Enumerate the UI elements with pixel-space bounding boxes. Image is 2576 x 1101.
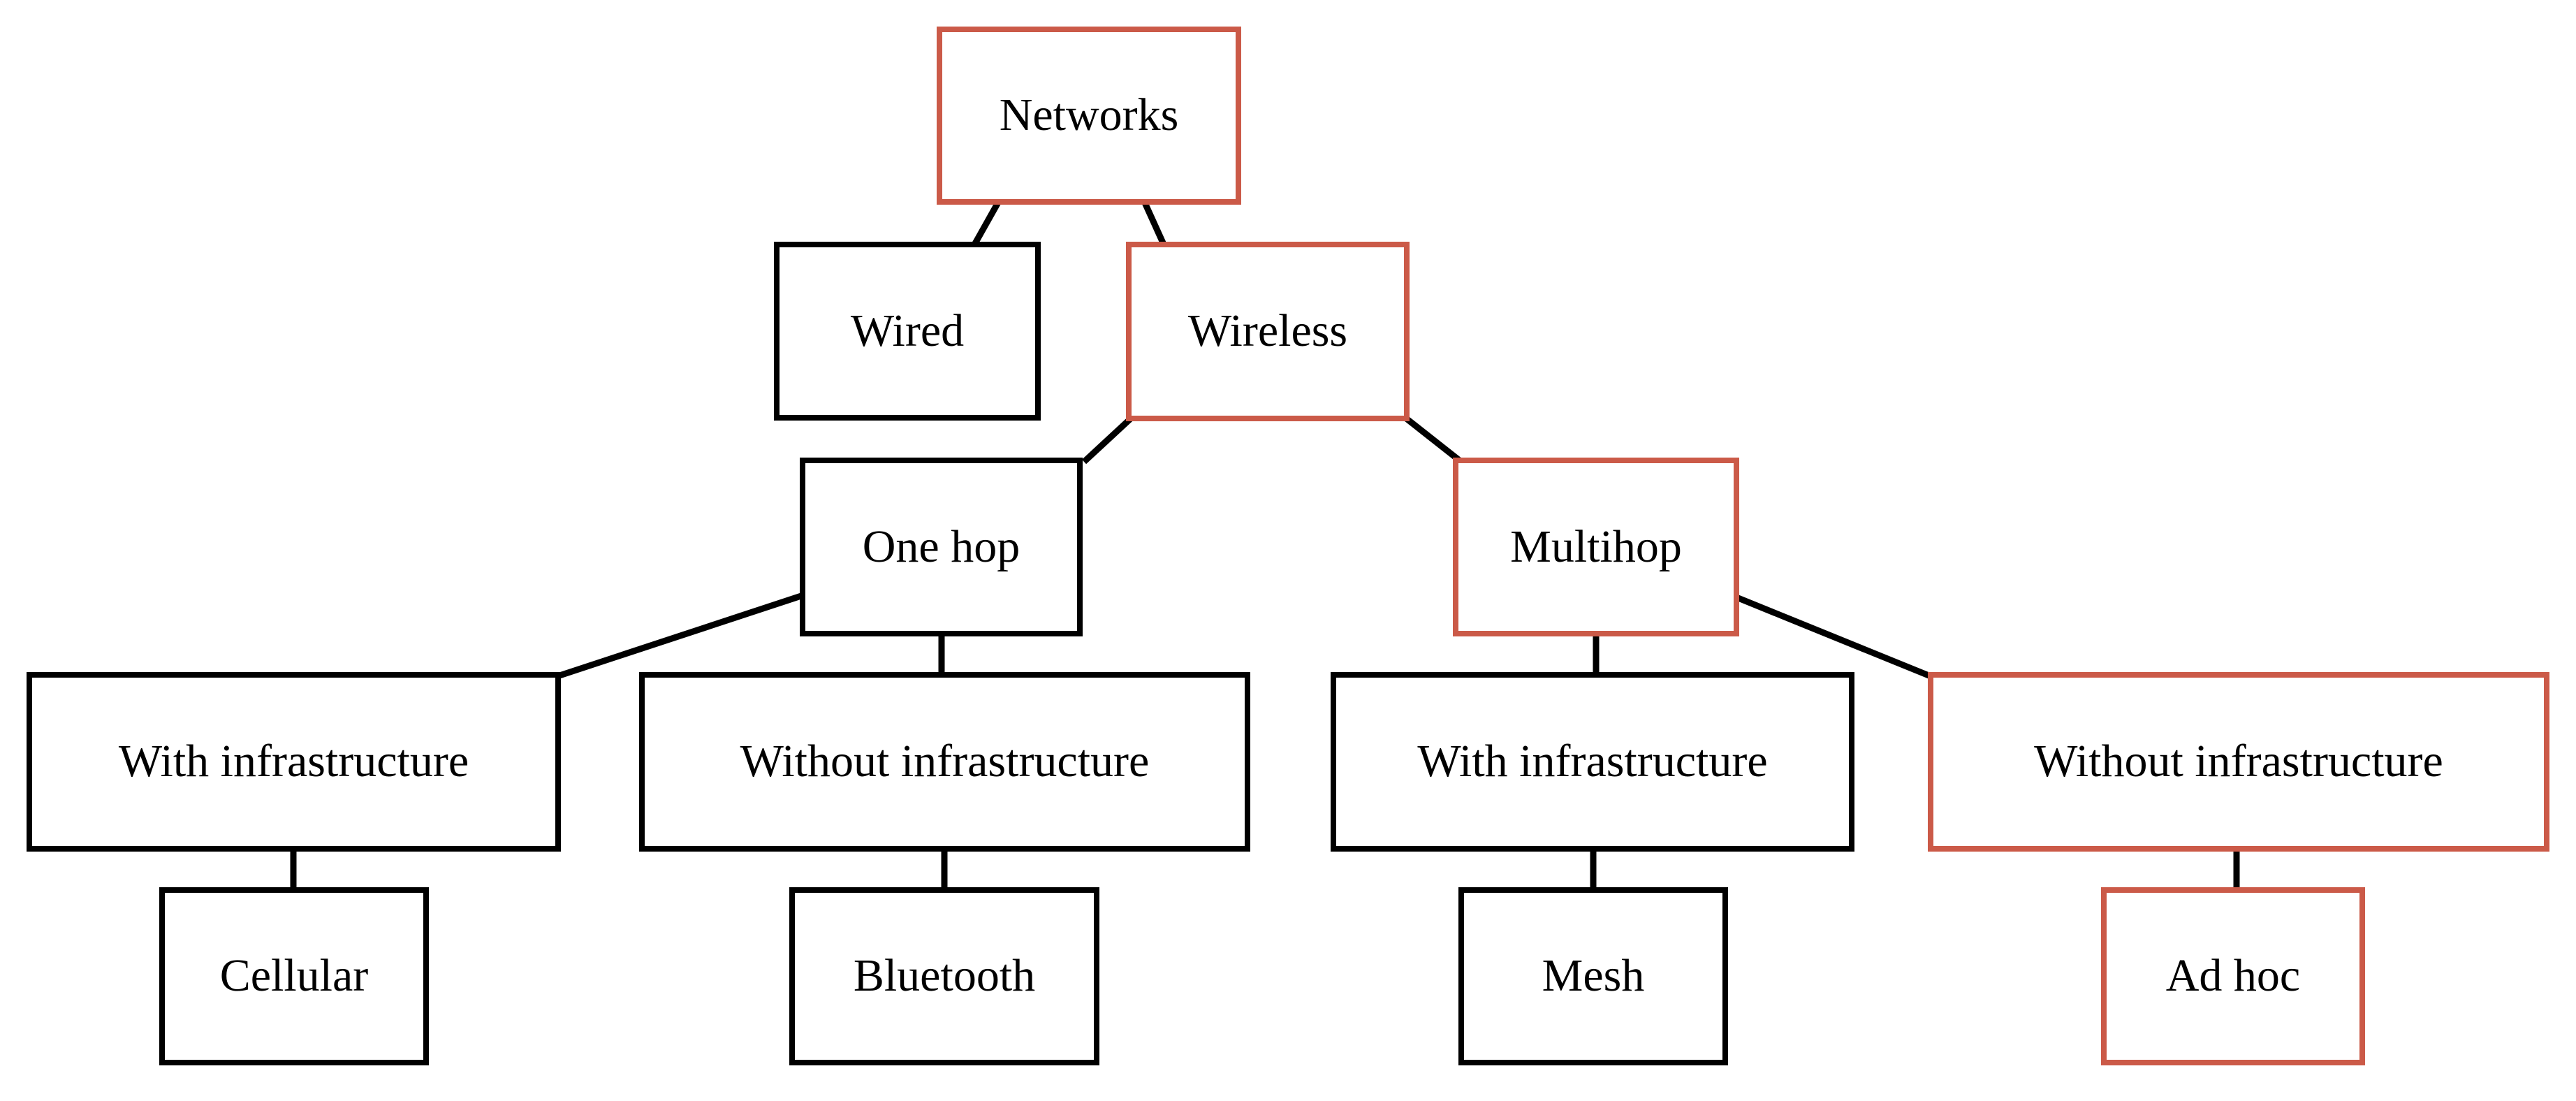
edge-wireless-onehop [1081, 415, 1134, 465]
node-networks: Networks [937, 27, 1241, 205]
node-cellular: Cellular [159, 887, 429, 1065]
node-onehop-with-infrastructure-label: With infrastructure [118, 736, 469, 787]
node-wired-label: Wired [850, 305, 965, 356]
edge-networks-wired [971, 199, 1002, 248]
edge-networks-wireless [1141, 200, 1168, 247]
edge-wireless-multihop [1403, 415, 1463, 465]
node-multihop-without-infrastructure: Without infrastructure [1928, 672, 2549, 852]
node-multihop-without-infrastructure-label: Without infrastructure [2034, 736, 2443, 787]
node-wireless: Wireless [1126, 242, 1410, 421]
node-cellular-label: Cellular [219, 950, 369, 1002]
edge-multihop-without-infra [1735, 594, 1932, 680]
node-mesh-label: Mesh [1542, 950, 1645, 1002]
node-bluetooth: Bluetooth [789, 887, 1099, 1065]
node-onehop-without-infrastructure: Without infrastructure [639, 672, 1250, 852]
node-networks-label: Networks [999, 89, 1179, 141]
node-one-hop: One hop [800, 458, 1083, 636]
edge-onehop-with-infra [556, 592, 805, 680]
node-wired: Wired [774, 242, 1041, 421]
node-multihop-label: Multihop [1510, 520, 1682, 572]
node-one-hop-label: One hop [862, 520, 1020, 572]
node-multihop: Multihop [1453, 458, 1739, 636]
node-onehop-with-infrastructure: With infrastructure [27, 672, 561, 852]
node-ad-hoc: Ad hoc [2101, 887, 2365, 1065]
node-multihop-with-infrastructure: With infrastructure [1331, 672, 1854, 852]
node-onehop-without-infrastructure-label: Without infrastructure [740, 736, 1150, 787]
node-multihop-with-infrastructure-label: With infrastructure [1417, 736, 1768, 787]
node-bluetooth-label: Bluetooth [853, 950, 1036, 1002]
node-mesh: Mesh [1458, 887, 1728, 1065]
node-ad-hoc-label: Ad hoc [2165, 950, 2301, 1002]
node-wireless-label: Wireless [1187, 305, 1348, 357]
